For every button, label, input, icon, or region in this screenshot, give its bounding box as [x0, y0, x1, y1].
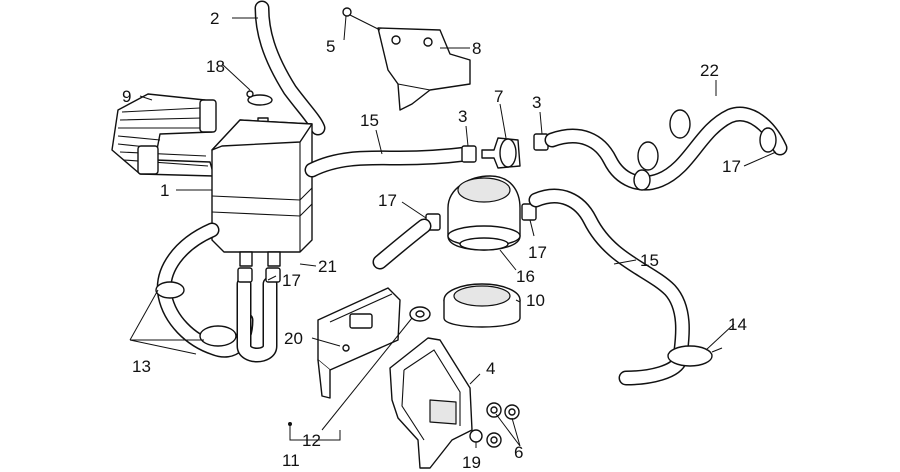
part-hose-mid-left: [372, 218, 432, 270]
callout-9: 9: [122, 87, 131, 106]
callout-17-mid: 17: [378, 191, 397, 210]
callout-8: 8: [472, 39, 481, 58]
callout-15-lower: 15: [640, 251, 659, 270]
callout-2: 2: [210, 9, 219, 28]
callout-14: 14: [728, 315, 747, 334]
part-15-hose-lower: [528, 188, 690, 386]
part-5-bolt: [342, 7, 381, 31]
callout-6: 6: [514, 443, 523, 462]
part-22-hose: [544, 106, 788, 191]
part-12-grommet: [409, 306, 431, 322]
part-9-bracket: [111, 93, 217, 177]
part-6-nut-a: [486, 402, 502, 418]
callout-1: 1: [160, 181, 169, 200]
callout-17-canister: 17: [282, 271, 301, 290]
part-15-hose-upper: [304, 146, 474, 178]
part-3-fitting-left: [461, 145, 477, 163]
part-10-band: [443, 283, 521, 328]
part-11-mount-plate: [317, 287, 401, 399]
part-8-mount-bracket: [377, 27, 471, 111]
leader-lines: [129, 15, 777, 448]
callout-12: 12: [302, 431, 321, 450]
part-14-clamp: [667, 345, 723, 367]
part-19-washer: [469, 429, 502, 448]
callout-3-right: 3: [532, 93, 541, 112]
callout-11: 11: [282, 451, 300, 470]
callout-3-left: 3: [458, 107, 467, 126]
part-17-fitting-b: [521, 203, 537, 221]
callout-17-right: 17: [722, 157, 741, 176]
callout-21: 21: [318, 257, 337, 276]
part-1-canister: [211, 117, 313, 267]
part-18-hose-clamp: [246, 90, 273, 106]
part-4-cover: [389, 337, 473, 469]
callout-15-upper: 15: [360, 111, 379, 130]
callout-19: 19: [462, 453, 481, 472]
part-16-valve-unit: [447, 175, 521, 251]
callout-5: 5: [326, 37, 335, 56]
part-2-vent-hose: [254, 0, 326, 136]
callout-16: 16: [516, 267, 535, 286]
part-13-hoses: [155, 222, 278, 363]
part-6-nut-b: [504, 404, 520, 420]
callout-18: 18: [206, 57, 225, 76]
callout-22: 22: [700, 61, 719, 80]
callout-20: 20: [284, 329, 303, 348]
callout-7: 7: [494, 87, 503, 106]
callout-13: 13: [132, 357, 151, 376]
part-17-fitting-c: [265, 267, 281, 283]
callout-labels: 2 5 8 18 9 22 7 3 3 15 17 1 17 17 15 21 …: [122, 9, 747, 472]
part-7-inline-filter: [481, 137, 521, 169]
callout-4: 4: [486, 359, 495, 378]
callout-17-lower: 17: [528, 243, 547, 262]
part-21-fitting: [237, 267, 253, 283]
callout-10: 10: [526, 291, 545, 310]
